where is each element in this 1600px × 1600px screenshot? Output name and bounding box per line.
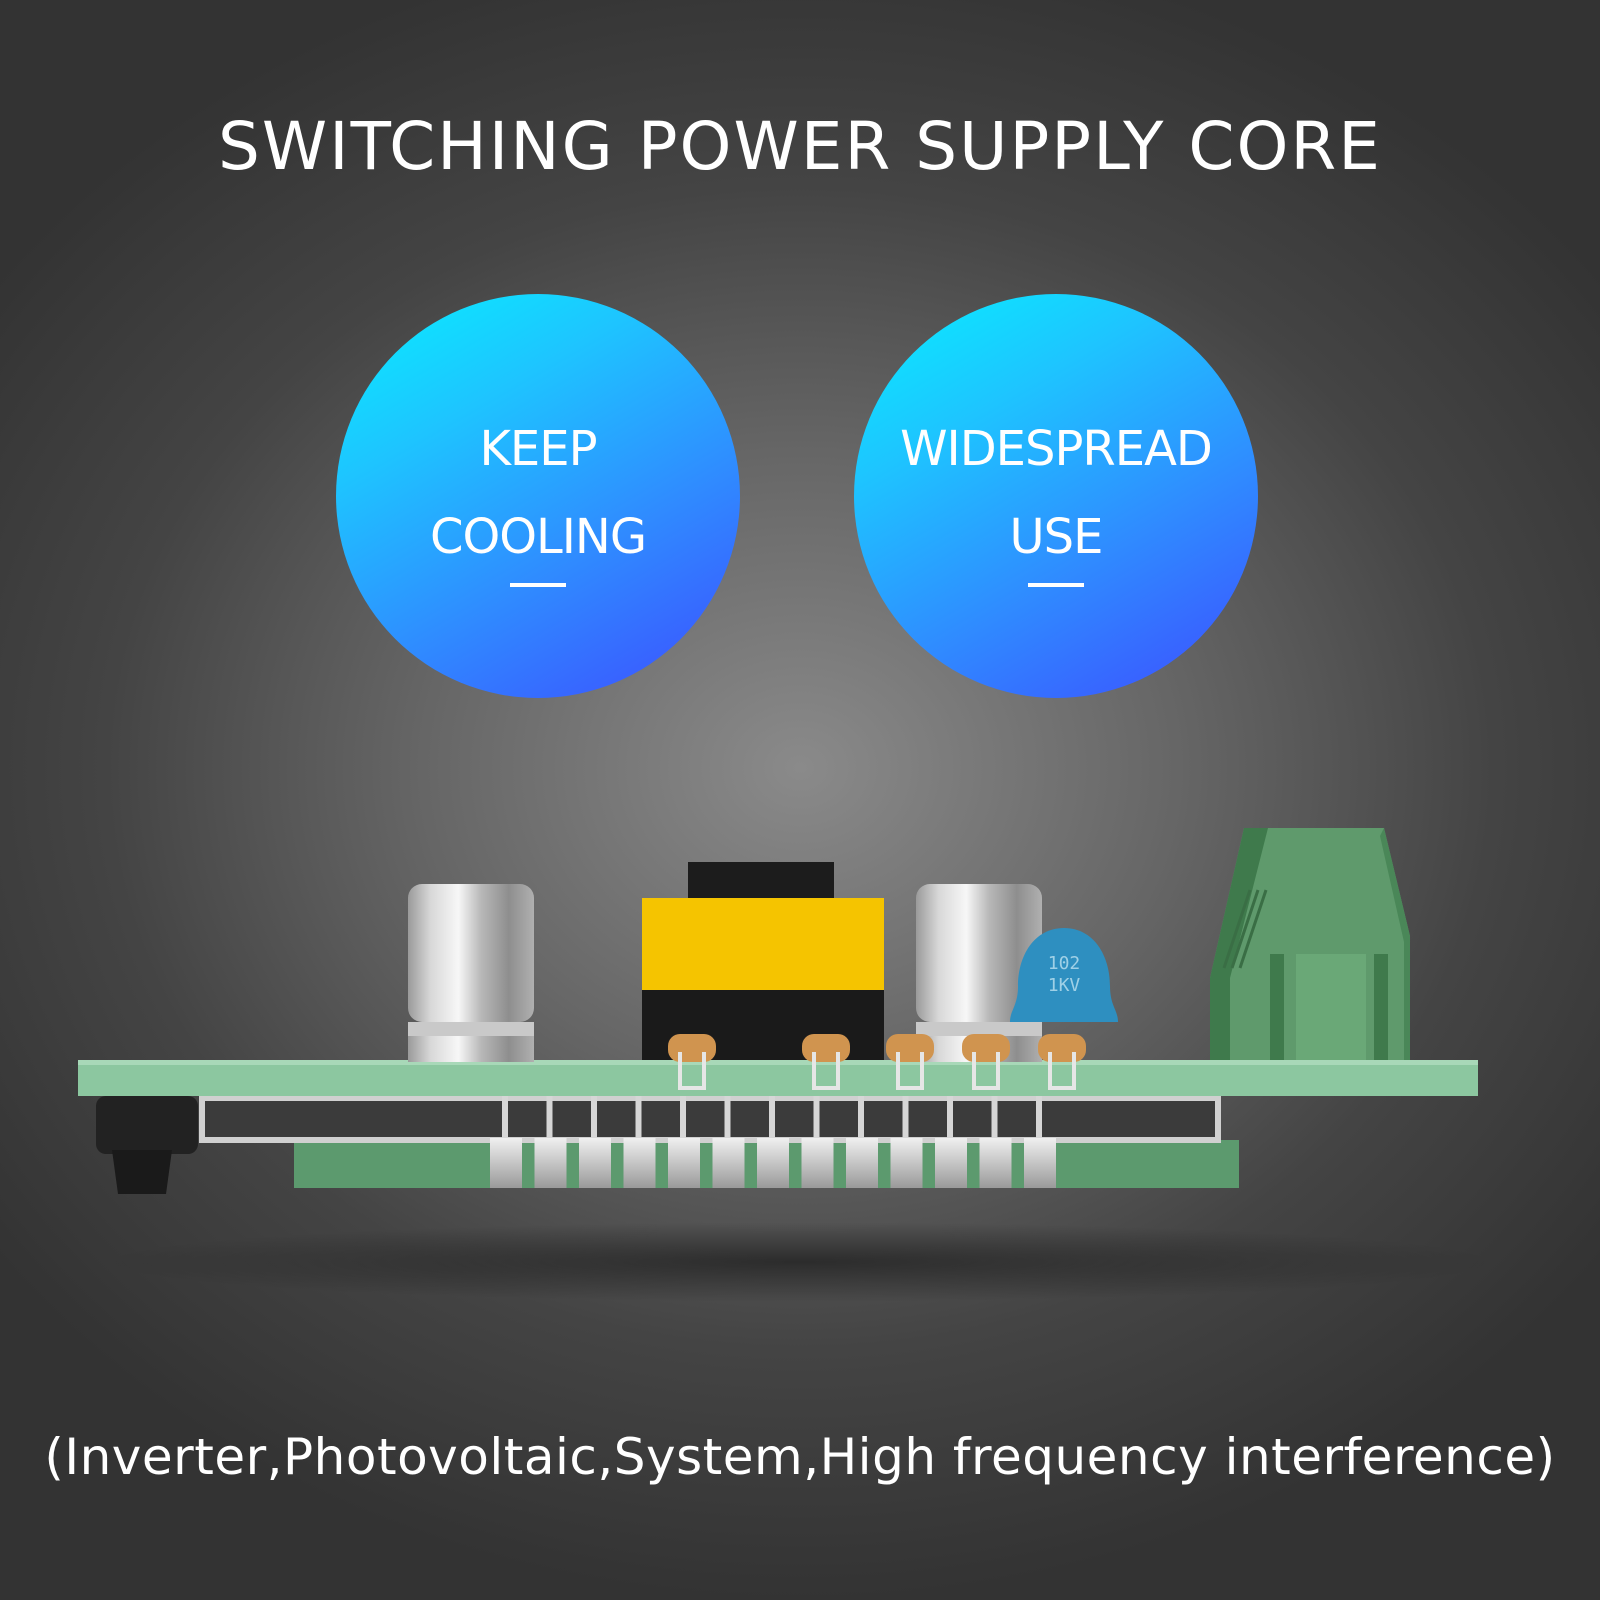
header-pin-post (813, 1096, 820, 1140)
header-pin-post (546, 1096, 553, 1140)
capacitor-marking-2: 1KV (1048, 975, 1081, 996)
ceramic-capacitor: 102 1KV (1010, 928, 1118, 1022)
header-pin (935, 1138, 967, 1188)
header-pins (490, 1096, 1056, 1188)
terminal-block (1210, 828, 1410, 1060)
header-pin (890, 1138, 923, 1188)
board-shadow (100, 1222, 1500, 1302)
bubble-underline (1028, 583, 1084, 587)
main-board (78, 1060, 1478, 1096)
header-pin-post (724, 1096, 731, 1140)
feature-bubble-keep-cooling: KEEP COOLING (336, 294, 740, 698)
bubble-line-2: USE (1009, 509, 1104, 565)
pin-header-housing (199, 1095, 1221, 1143)
small-component (1038, 1034, 1086, 1090)
header-pin-post (1036, 1096, 1042, 1140)
feature-bubble-widespread-use: WIDESPREAD USE (854, 294, 1258, 698)
standoff-foot (112, 1150, 172, 1194)
header-pin-post (502, 1096, 508, 1140)
header-pin-post (947, 1096, 953, 1140)
header-pin (801, 1138, 834, 1188)
capacitor-marking-1: 102 (1048, 953, 1081, 974)
transformer (642, 862, 884, 1060)
standoff (96, 1096, 198, 1154)
header-pin-post (991, 1096, 998, 1140)
header-pin-post (769, 1096, 775, 1140)
bubble-underline (510, 583, 566, 587)
small-component (886, 1034, 934, 1090)
header-pin (1024, 1138, 1056, 1188)
header-pin (668, 1138, 700, 1188)
small-components (668, 1034, 1086, 1090)
header-pin (534, 1138, 567, 1188)
header-pin (623, 1138, 656, 1188)
header-pin (757, 1138, 789, 1188)
header-pin (490, 1138, 522, 1188)
bubble-line-1: KEEP (479, 421, 597, 477)
header-pin (846, 1138, 878, 1188)
header-pin-post (902, 1096, 909, 1140)
electrolytic-capacitor-right (916, 884, 1042, 1062)
header-pin (979, 1138, 1012, 1188)
header-pin-post (858, 1096, 864, 1140)
small-component (962, 1034, 1010, 1090)
bubble-line-1: WIDESPREAD (900, 421, 1213, 477)
small-component (802, 1034, 850, 1090)
bubble-line-2: COOLING (429, 509, 647, 565)
header-pin-post (635, 1096, 642, 1140)
header-pin-post (591, 1096, 597, 1140)
page-title: SWITCHING POWER SUPPLY CORE (218, 108, 1382, 185)
electrolytic-capacitor-left (408, 884, 534, 1062)
small-component (668, 1034, 716, 1090)
header-pin-post (680, 1096, 686, 1140)
header-pin (579, 1138, 611, 1188)
header-pin (712, 1138, 745, 1188)
applications-caption: (Inverter,Photovoltaic,System,High frequ… (44, 1428, 1556, 1486)
